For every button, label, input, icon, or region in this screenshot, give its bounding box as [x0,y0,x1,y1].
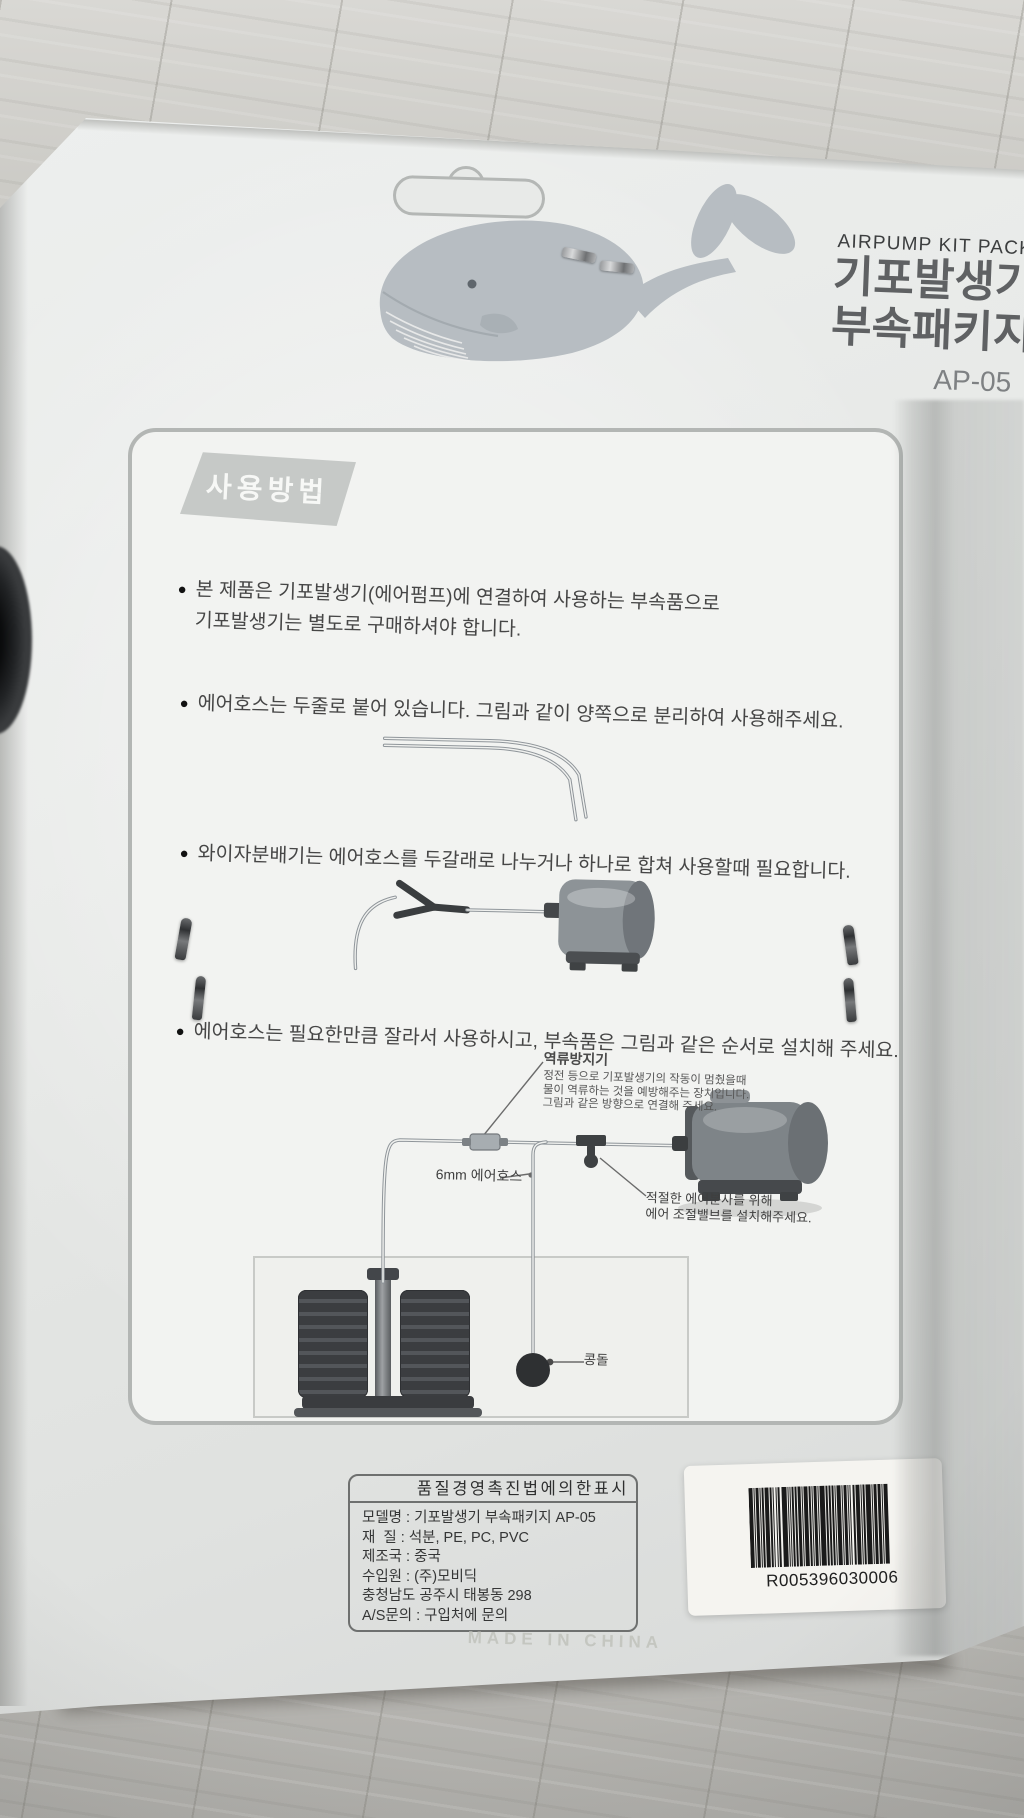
info-row-importer: 수입원 : (주)모비딕 [362,1568,478,1585]
sponge-filter-base [302,1396,474,1409]
model-code: AP-05 [932,364,1012,398]
sponge-filter-pipe [375,1272,391,1400]
info-box-rows: 모델명 : 기포발생기 부속패키지 AP-05 재 질 : 석분, PE, PC… [350,1503,636,1626]
product-info-box: 품질경영촉진법에의한표시 모델명 : 기포발생기 부속패키지 AP-05 재 질… [348,1474,638,1632]
info-row-model: 모델명 : 기포발생기 부속패키지 AP-05 [362,1510,596,1526]
whale-belly-grooves [385,311,471,362]
usage-badge-label: 사용방법 [205,470,331,509]
sponge-filter-left [298,1290,368,1398]
hose-size-label: 6mm 에어호스 [435,1165,523,1185]
bullet-icon: ● [179,694,189,713]
y-splitter-diagram [353,879,655,972]
info-row-as: A/S문의 : 구입처에 문의 [362,1607,509,1624]
check-valve-callout: 역류방지기 정전 등으로 기포발생기의 작동이 멈췄을때 물이 역류하는 것을 … [542,1048,750,1116]
y-connector [393,879,471,919]
air-stone-label: 콩돌 [583,1351,609,1368]
info-box-title: 품질경영촉진법에의한표시 [350,1476,636,1503]
product-title-line1: 기포발생기 [832,252,1024,309]
air-stone [516,1353,550,1387]
info-row-country: 제조국 : 중국 [362,1549,441,1565]
air-pump-large [672,1090,828,1217]
usage-badge: 사용방법 [180,452,356,526]
whale-fin [480,313,518,334]
package-right-fold-shadow [893,400,1024,1656]
whale-eye [467,279,477,289]
installation-diagram [381,1061,828,1387]
package-left-edge-shadow [0,140,28,1706]
product-title-line2: 부속패키지 [830,301,1024,359]
sponge-filter-right [400,1290,470,1398]
product-title: 기포발생기 부속패키지 [830,252,1024,360]
info-row-address: 충청남도 공주시 태봉동 298 [362,1588,532,1604]
whale-fluke-left [691,184,737,258]
bullet-icon: ● [179,844,189,863]
check-valve-title: 역류방지기 [543,1049,609,1068]
hose-split-diagram [382,736,588,822]
bullet-icon: ● [175,1022,185,1041]
made-in-text: MADE IN CHINA [467,1628,664,1653]
whale-logo-icon [379,184,796,362]
info-row-material: 재 질 : 석분, PE, PC, PVC [362,1529,529,1546]
bullet-icon: ● [177,580,187,599]
air-pump-small [543,879,655,972]
air-valve-note: 적절한 에어분사를 위해 에어 조절밸브를 설치해주세요. [645,1190,812,1226]
whale-tail [625,258,736,318]
air-control-valve-part [576,1135,606,1168]
check-valve-part [462,1133,508,1151]
whale-mouth [382,291,499,338]
sponge-filter-foot [294,1408,482,1417]
whale-fluke-right [724,194,796,254]
